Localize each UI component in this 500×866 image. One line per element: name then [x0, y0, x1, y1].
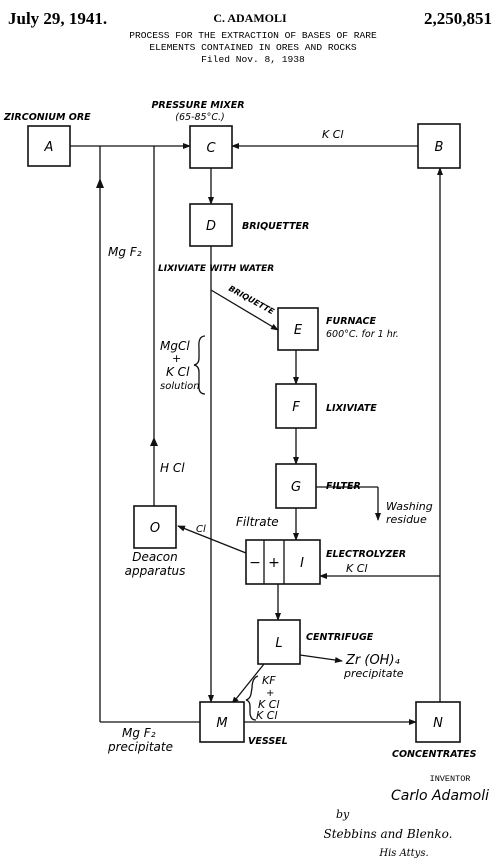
box-c: C: [189, 125, 233, 169]
label-hcl: H Cl: [160, 461, 185, 475]
inventor-signature: Carlo Adamoli: [391, 788, 489, 804]
box-f: F: [275, 383, 317, 429]
electrolyzer-plus-sign: +: [268, 555, 280, 571]
box-d: D: [189, 203, 233, 247]
inventor-label: INVENTOR: [430, 774, 471, 784]
electrolyzer-minus-sign: −: [249, 555, 261, 571]
mgf2-arrowhead: [96, 178, 104, 188]
box-l: L: [257, 619, 301, 665]
box-a-letter: A: [44, 140, 54, 155]
label-filtrate: Filtrate: [236, 515, 279, 529]
box-i-letter: I: [300, 556, 304, 571]
label-vessel: VESSEL: [248, 736, 288, 747]
box-b-letter: B: [435, 140, 444, 155]
box-a: A: [27, 125, 71, 167]
box-i-electrolyzer: − + I: [245, 539, 321, 585]
label-lixiviate: LIXIVIATE: [326, 403, 377, 414]
box-c-letter: C: [206, 141, 216, 156]
label-kcl-right: K Cl: [346, 562, 367, 575]
box-g: G: [275, 463, 317, 509]
label-deacon: Deacon: [132, 550, 178, 564]
label-mgf2-left: Mg F₂: [108, 245, 142, 259]
label-precipitate-right: precipitate: [343, 667, 404, 680]
patent-date: July 29, 1941.: [8, 9, 107, 28]
box-l-letter: L: [275, 636, 282, 651]
box-n-letter: N: [433, 716, 443, 731]
label-kcl-bottom: K Cl: [256, 709, 277, 722]
label-cl: Cl: [196, 524, 206, 535]
hcl-arrowhead: [150, 437, 158, 446]
label-kf: KF: [262, 674, 276, 687]
label-furnace-detail: 600°C. for 1 hr.: [326, 329, 399, 340]
box-g-letter: G: [291, 480, 301, 495]
label-lixiviate-with-water: LIXIVIATE WITH WATER: [158, 264, 274, 274]
label-kf-kcl: K Cl: [258, 698, 279, 711]
label-centrifuge: CENTRIFUGE: [306, 632, 374, 643]
label-precipitate-bottom: precipitate: [107, 740, 173, 754]
box-o: O: [133, 505, 177, 549]
label-kcl-top: K Cl: [322, 128, 343, 141]
label-zr-oh4: Zr (OH)₄: [345, 653, 401, 668]
label-pressure-mixer: PRESSURE MIXER: [151, 100, 244, 111]
label-washing: Washing: [386, 500, 433, 513]
label-concentrates: CONCENTRATES: [392, 749, 477, 760]
label-kf-plus: +: [266, 688, 274, 699]
edge-i-to-o: [177, 525, 247, 554]
inventor-header: C. ADAMOLI: [213, 11, 287, 25]
edge-l-to-zroh4: [299, 654, 343, 663]
label-mgcl: MgCl: [160, 339, 190, 353]
box-d-letter: D: [206, 219, 216, 234]
label-mgcl-plus: +: [172, 352, 181, 365]
label-mgf2-bottom: Mg F₂: [122, 726, 156, 740]
by-label: by: [336, 808, 350, 821]
label-briquetter: BRIQUETTER: [242, 221, 309, 232]
filed-date: Filed Nov. 8, 1938: [201, 54, 305, 65]
box-m: M: [199, 701, 245, 743]
box-n: N: [415, 701, 461, 743]
patent-title-line2: ELEMENTS CONTAINED IN ORES AND ROCKS: [149, 42, 357, 53]
box-f-letter: F: [292, 400, 300, 415]
label-mgcl-kcl: K Cl: [166, 365, 190, 379]
label-zirconium-ore: ZIRCONIUM ORE: [3, 112, 91, 123]
edge-l-to-m: [231, 663, 265, 705]
box-e: E: [277, 307, 319, 351]
attorneys-signature: Stebbins and Blenko.: [323, 827, 452, 841]
box-o-letter: O: [150, 521, 160, 536]
patent-title-line1: PROCESS FOR THE EXTRACTION OF BASES OF R…: [129, 30, 377, 41]
label-electrolyzer: ELECTROLYZER: [326, 549, 406, 560]
mgcl-brace: [193, 335, 206, 395]
label-furnace: FURNACE: [326, 316, 377, 327]
label-mgcl-solution: solution: [160, 381, 200, 392]
label-apparatus: apparatus: [125, 564, 186, 578]
label-filter: FILTER: [326, 481, 361, 492]
kf-brace: [245, 675, 259, 721]
edge-d-to-e: [210, 289, 279, 331]
box-e-letter: E: [294, 323, 303, 338]
label-pressure-mixer-temp: (65-85°C.): [175, 112, 224, 123]
label-residue: residue: [386, 513, 427, 526]
box-m-letter: M: [216, 716, 227, 731]
box-b: B: [417, 123, 461, 169]
label-briquette: BRIQUETTE: [227, 284, 276, 317]
his-attys: His Attys.: [378, 848, 428, 859]
patent-number: 2,250,851: [424, 9, 492, 28]
